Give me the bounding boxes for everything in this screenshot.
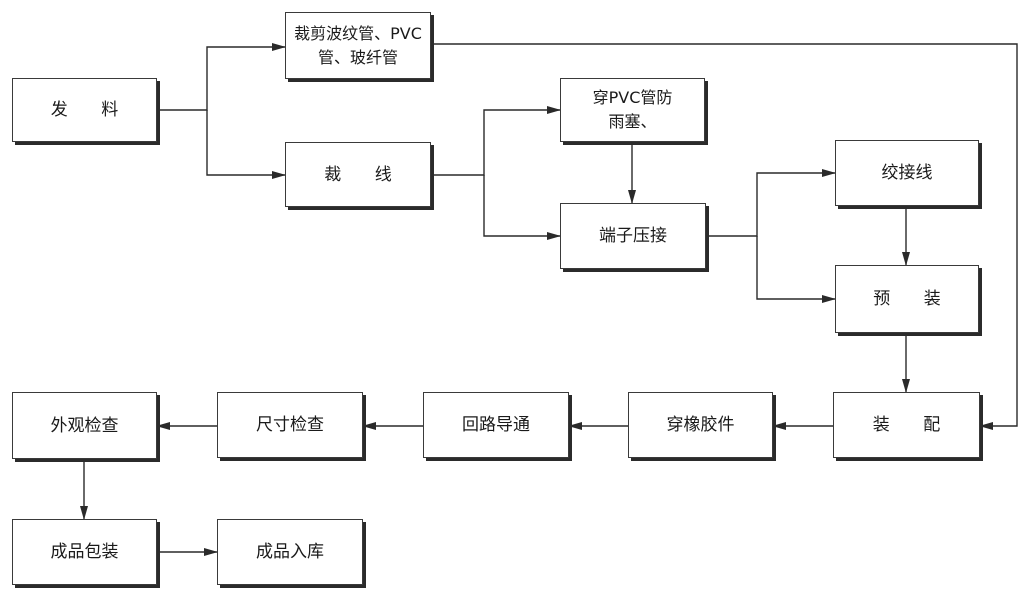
edge-caijian-zhuangpei (431, 43, 1018, 430)
node-jiao-jie: 绞接线 (835, 140, 979, 206)
node-cai-xian: 裁 线 (285, 142, 431, 207)
node-hui-lu: 回路导通 (423, 392, 569, 458)
node-yu-zhuang: 预 装 (835, 265, 979, 333)
node-fa-liao: 发 料 (12, 78, 157, 142)
node-zhuang-pei: 装 配 (833, 392, 980, 458)
node-wai-guan: 外观检查 (12, 392, 157, 459)
node-cheng-pin-ru: 成品入库 (217, 519, 363, 585)
edge-duanzi-yuzhuang (756, 236, 836, 303)
edge-duanzi-jiaojie (706, 169, 836, 237)
node-chuan-xiang: 穿橡胶件 (628, 392, 773, 458)
edge-caixian-chuanpvc (431, 106, 561, 176)
node-chuan-pvc: 穿PVC管防雨塞、 (560, 78, 705, 142)
edge-faliao-caixian (206, 110, 286, 179)
node-cheng-pin-bao: 成品包装 (12, 519, 157, 585)
node-duanzi: 端子压接 (560, 203, 706, 269)
node-chi-cun: 尺寸检查 (217, 392, 363, 458)
edge-faliao-split (157, 43, 286, 111)
node-cai-jian: 裁剪波纹管、PVC管、玻纤管 (285, 12, 431, 79)
edge-caixian-duanzi (483, 175, 561, 240)
